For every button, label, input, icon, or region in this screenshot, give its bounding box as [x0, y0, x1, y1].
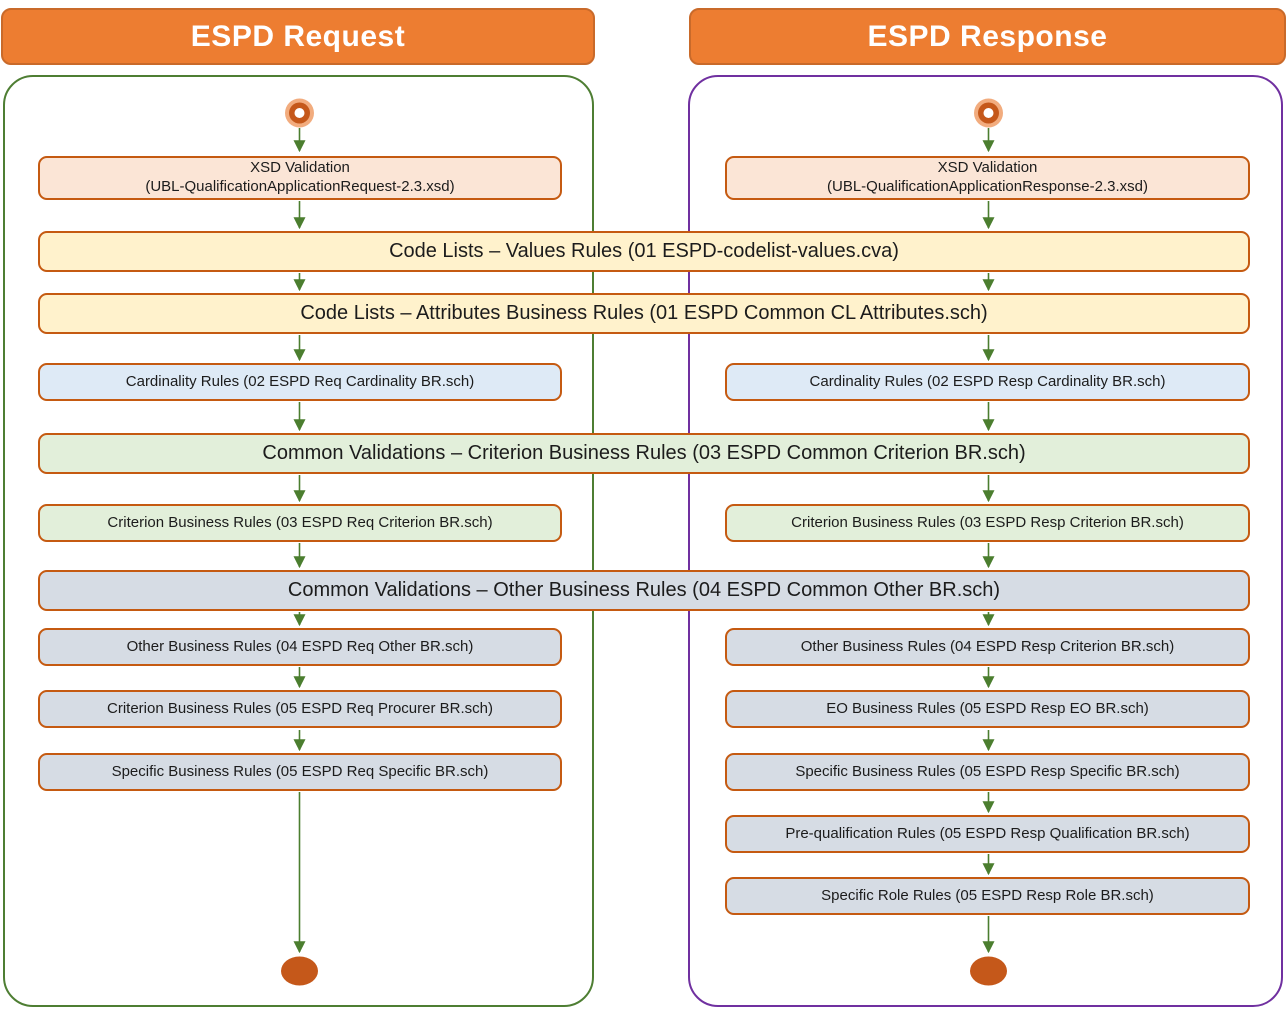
- request-cardinality-box: Cardinality Rules (02 ESPD Req Cardinali…: [38, 363, 562, 401]
- response-prequalification-box: Pre-qualification Rules (05 ESPD Resp Qu…: [725, 815, 1250, 853]
- response-role-box: Specific Role Rules (05 ESPD Resp Role B…: [725, 877, 1250, 915]
- response-eo-box: EO Business Rules (05 ESPD Resp EO BR.sc…: [725, 690, 1250, 728]
- request-specific-box: Specific Business Rules (05 ESPD Req Spe…: [38, 753, 562, 791]
- request-header: ESPD Request: [1, 8, 595, 65]
- response-cardinality-box: Cardinality Rules (02 ESPD Resp Cardinal…: [725, 363, 1250, 401]
- shared-codelist-values-box: Code Lists – Values Rules (01 ESPD-codel…: [38, 231, 1250, 272]
- response-criterion-box: Criterion Business Rules (03 ESPD Resp C…: [725, 504, 1250, 542]
- response-xsd-file: (UBL-QualificationApplicationResponse-2.…: [827, 178, 1148, 195]
- response-xsd-validation-box: XSD Validation (UBL-QualificationApplica…: [725, 156, 1250, 200]
- request-other-box: Other Business Rules (04 ESPD Req Other …: [38, 628, 562, 666]
- response-other-box: Other Business Rules (04 ESPD Resp Crite…: [725, 628, 1250, 666]
- request-xsd-title: XSD Validation: [250, 159, 350, 177]
- request-procurer-box: Criterion Business Rules (05 ESPD Req Pr…: [38, 690, 562, 728]
- shared-codelist-attributes-box: Code Lists – Attributes Business Rules (…: [38, 293, 1250, 334]
- request-criterion-box: Criterion Business Rules (03 ESPD Req Cr…: [38, 504, 562, 542]
- response-specific-box: Specific Business Rules (05 ESPD Resp Sp…: [725, 753, 1250, 791]
- response-header: ESPD Response: [689, 8, 1286, 65]
- request-xsd-file: (UBL-QualificationApplicationRequest-2.3…: [145, 178, 455, 195]
- shared-common-other-box: Common Validations – Other Business Rule…: [38, 570, 1250, 611]
- response-panel: [688, 75, 1283, 1007]
- response-xsd-title: XSD Validation: [937, 159, 1038, 177]
- shared-common-criterion-box: Common Validations – Criterion Business …: [38, 433, 1250, 474]
- request-panel: [3, 75, 594, 1007]
- request-xsd-validation-box: XSD Validation (UBL-QualificationApplica…: [38, 156, 562, 200]
